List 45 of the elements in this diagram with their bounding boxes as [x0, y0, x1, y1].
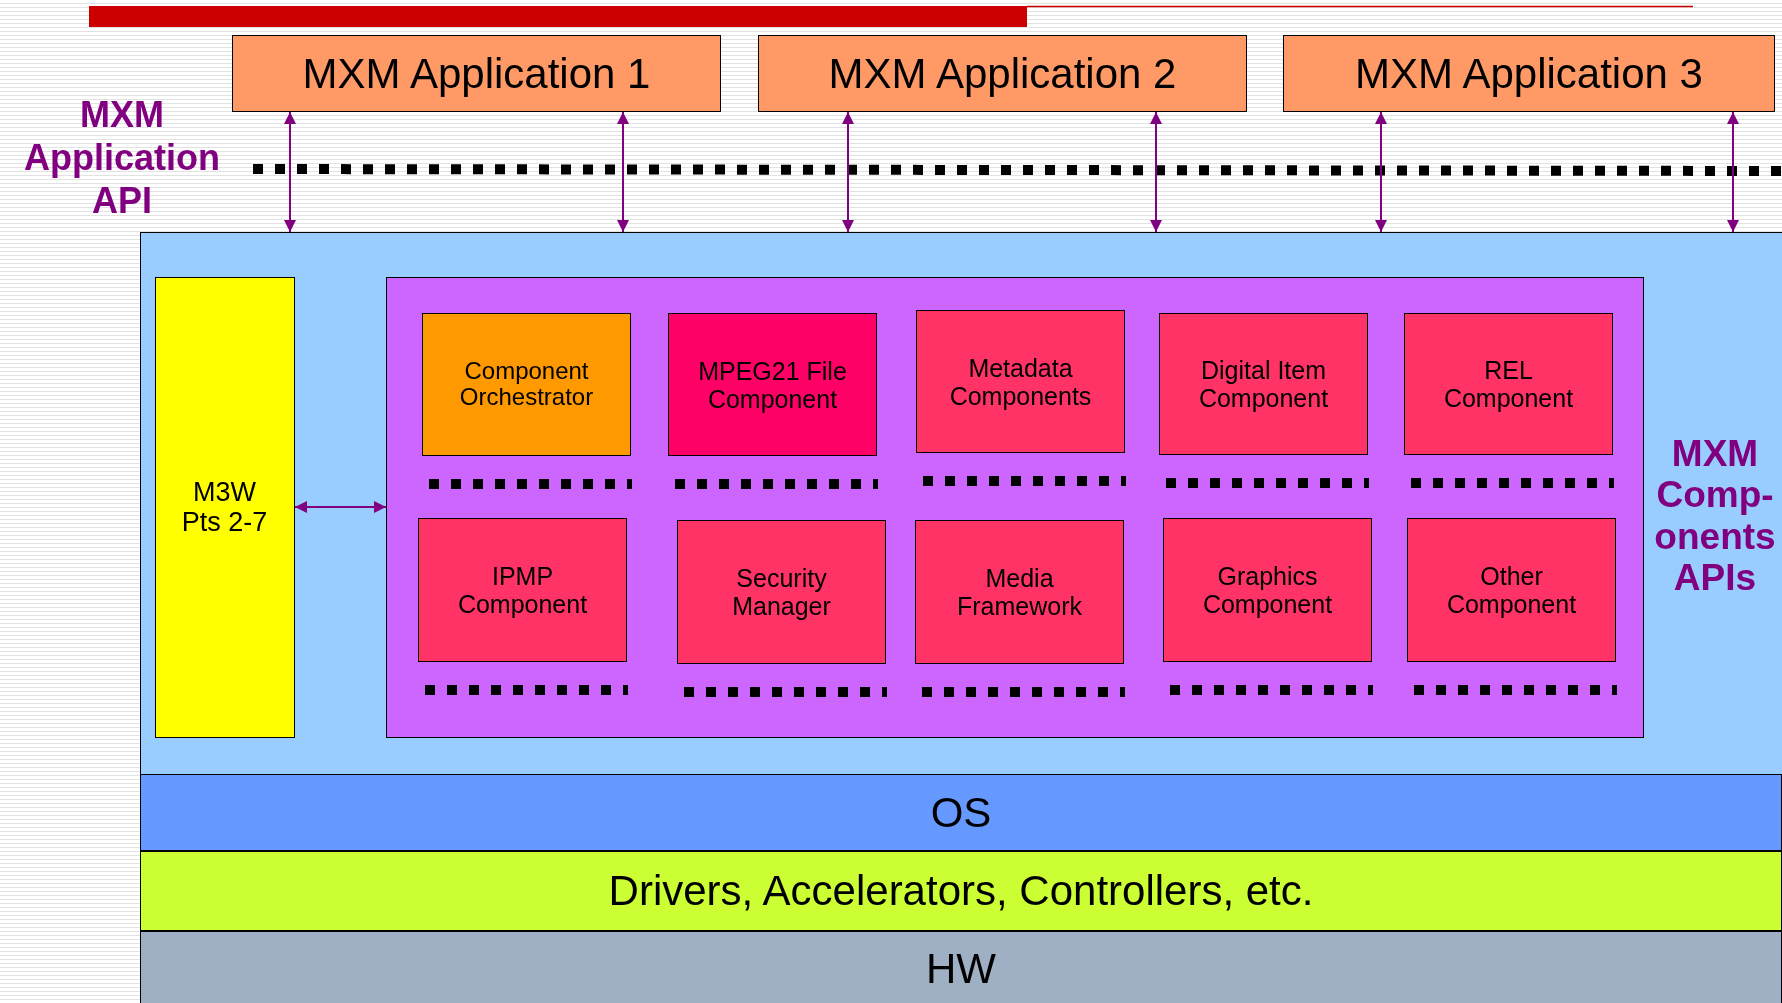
- node-label: MXM Application 2: [827, 50, 1178, 97]
- component-box: [418, 518, 627, 662]
- component-box: [677, 520, 886, 664]
- component-box: [916, 310, 1125, 453]
- platform-panel: [140, 232, 1782, 775]
- node-label: HW: [925, 945, 997, 993]
- api-label: MXM Application API: [23, 93, 221, 223]
- node-label: Metadata Components: [948, 353, 1093, 410]
- node-label: MXM Application 3: [1354, 50, 1704, 97]
- application-box: [758, 35, 1247, 112]
- component-box: [1163, 518, 1372, 662]
- node-label: REL Component: [1442, 356, 1575, 412]
- node-label: Other Component: [1445, 562, 1578, 618]
- double-arrow: [1375, 111, 1387, 233]
- node-label: Digital Item Component: [1197, 356, 1330, 412]
- double-arrow: [842, 111, 854, 233]
- double-arrow: [294, 501, 387, 513]
- node-label: Drivers, Accelerators, Controllers, etc.: [607, 867, 1315, 915]
- node-label: MPEG21 File Component: [697, 356, 848, 413]
- component-box: [1404, 313, 1613, 455]
- double-arrow: [284, 111, 296, 233]
- component-box: [1407, 518, 1616, 662]
- components-panel: [385, 276, 1644, 738]
- node-label: Media Framework: [956, 564, 1083, 620]
- node-label: M3W Pts 2-7: [180, 476, 269, 538]
- api-label: MXM Comp- onents APIs: [1653, 433, 1777, 599]
- component-box: [668, 313, 877, 456]
- double-arrow: [617, 111, 629, 233]
- node-label: Component Orchestrator: [458, 357, 595, 412]
- component-box: [1159, 313, 1368, 455]
- component-box: [422, 313, 631, 456]
- drivers-layer: [140, 851, 1782, 931]
- component-box: [915, 520, 1124, 664]
- node-label: Security Manager: [731, 564, 832, 620]
- node-label: Graphics Component: [1201, 562, 1334, 618]
- node-label: OS: [929, 789, 993, 836]
- double-arrow: [1150, 111, 1162, 233]
- node-label: IPMP Component: [456, 562, 589, 618]
- node-label: MXM Application 1: [301, 50, 652, 97]
- os-layer: [140, 774, 1782, 851]
- double-arrow: [1727, 111, 1739, 233]
- application-box: [1283, 35, 1775, 112]
- application-box: [232, 35, 721, 112]
- hw-layer: [140, 931, 1782, 1003]
- m3w-box: [154, 276, 295, 738]
